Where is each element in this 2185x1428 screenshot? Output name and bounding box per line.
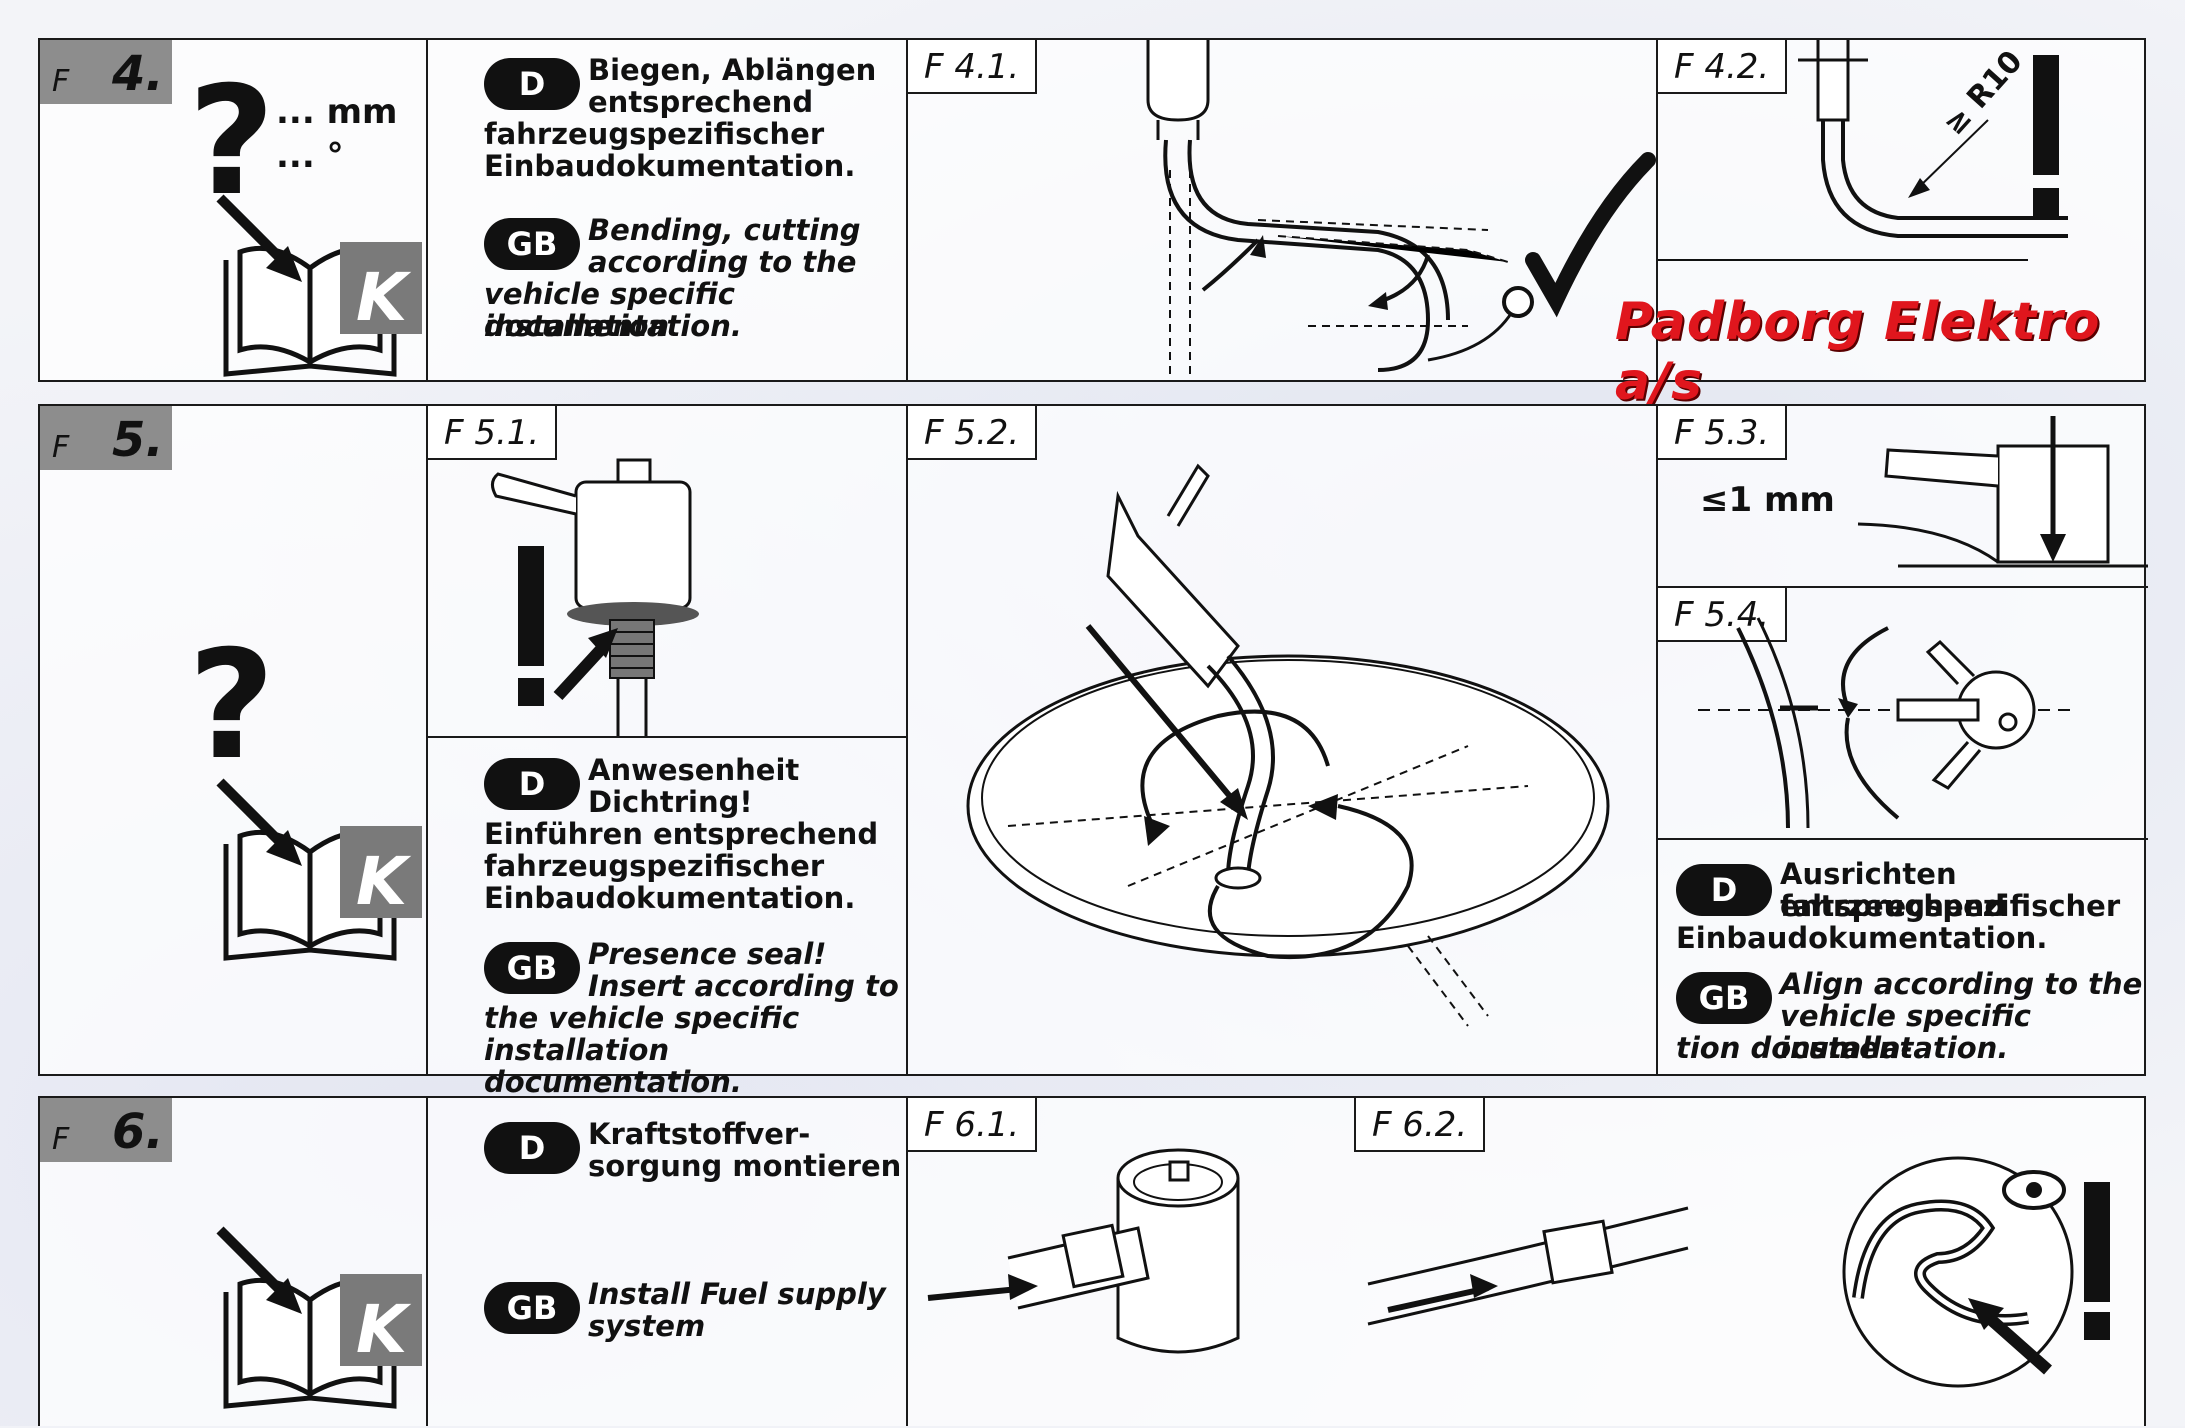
step-6-number: 6.	[112, 1104, 164, 1160]
gb-line-3: vehicle specific installation	[484, 277, 735, 343]
manual-k-letter: K	[356, 843, 408, 920]
d-line-5: Einbaudokumentation.	[484, 881, 856, 915]
lang-badge-gb: GB	[484, 942, 580, 994]
step-6-header-cell: F 6. K	[40, 1098, 428, 1426]
fuel-supply-illustration	[927, 1148, 2110, 1388]
step-6-f-letter: F	[52, 1122, 70, 1157]
bend-radius-illustration	[1658, 40, 2068, 261]
manual-book-icon	[216, 778, 422, 961]
step-4-header-cell: F 4. ? ... mm ... ° K	[40, 40, 428, 380]
fuel-pickup-seal-illustration	[491, 458, 699, 736]
figure-5-1-label: F 5.1.	[428, 406, 558, 460]
gb-line-2: Insert according to	[588, 969, 899, 1003]
lang-badge-d: D	[484, 1122, 580, 1174]
d-line-3: Einführen entsprechend	[484, 817, 879, 851]
question-mark-icon: ?	[188, 619, 276, 793]
figure-4-1-label: F 4.1.	[908, 40, 1038, 94]
figure-5-2-cell: F 5.2.	[908, 406, 1658, 1074]
step-6-figures-cell: F 6.1. F 6.2.	[908, 1098, 2148, 1426]
gb-line-2: system	[588, 1309, 706, 1343]
d2-line-1: Ausrichten entsprechend	[1780, 857, 2006, 923]
gb2-line-3: tion documentation.	[1676, 1031, 2009, 1065]
manual-book-icon	[216, 194, 422, 377]
d-line-1: Biegen, Ablängen	[588, 53, 877, 87]
gb-line-2: according to the	[588, 245, 857, 279]
measure-mm: ... mm	[276, 92, 398, 132]
d-line-4: Einbaudokumentation.	[484, 149, 856, 183]
step-5-header-cell: F 5. ? K	[40, 406, 428, 1074]
figure-5-3-divider	[1658, 586, 2148, 588]
figure-6-1-label: F 6.1.	[908, 1098, 1038, 1152]
gap-label: ≤1 mm	[1700, 480, 1835, 520]
step-5-right-cell: F 5.3. ≤1 mm F 5.4. D Ausric	[1658, 406, 2148, 1074]
lang-badge-d: D	[484, 58, 580, 110]
figure-4-2-label: F 4.2.	[1658, 40, 1788, 94]
gb-line-1: Presence seal!	[588, 937, 827, 971]
d-line-2: entsprechend	[588, 85, 814, 119]
d2-line-2: fahrzeugspezifischer	[1780, 889, 2121, 923]
d-line-1: Kraftstoffver-	[588, 1117, 811, 1151]
gap-measurement-illustration	[1857, 416, 2148, 568]
pipe-bending-illustration	[1146, 40, 1656, 380]
gb-line-3: the vehicle specific	[484, 1001, 800, 1035]
figure-5-3-label: F 5.3.	[1658, 406, 1788, 460]
step-5-badge: F 5.	[40, 406, 172, 470]
step-5-text-divider	[428, 736, 908, 738]
company-logo-text: Padborg Elektro a/s	[1615, 292, 2101, 412]
lang-badge-gb: GB	[1676, 972, 1772, 1024]
step-4-text-cell: D Biegen, Ablängen entsprechend fahrzeug…	[428, 40, 908, 380]
step-4-badge: F 4.	[40, 40, 172, 104]
figure-5-4-divider	[1658, 838, 2148, 840]
lang-badge-gb: GB	[484, 1282, 580, 1334]
d-line-4: fahrzeugspezifischer	[484, 849, 825, 883]
d-line-2: sorgung montieren	[588, 1149, 902, 1183]
d-line-1: Anwesenheit	[588, 753, 800, 787]
figure-6-2-label: F 6.2.	[1354, 1098, 1486, 1152]
alignment-illustration	[1698, 617, 2078, 829]
step-4-row: F 4. ? ... mm ... ° K D Biegen, Ablängen…	[38, 38, 2146, 382]
step-4-f-letter: F	[52, 64, 70, 99]
lang-badge-d: D	[484, 758, 580, 810]
gb-line-1: Install Fuel supply	[588, 1277, 886, 1311]
step-6-badge: F 6.	[40, 1098, 172, 1162]
gb-line-1: Bending, cutting	[588, 213, 861, 247]
gb2-line-1: Align according to the	[1780, 967, 2143, 1001]
tank-insertion-illustration	[966, 463, 1610, 1027]
step-6-text-cell: D Kraftstoffver- sorgung montieren GB In…	[428, 1098, 908, 1426]
step-5-number: 5.	[112, 412, 164, 468]
gb-line-4: installation documentation.	[484, 1033, 742, 1099]
d-line-3: fahrzeugspezifischer	[484, 117, 825, 151]
gb2-line-2: vehicle specific installa-	[1780, 999, 2031, 1065]
d2-line-3: Einbaudokumentation.	[1676, 921, 2048, 955]
d-line-2: Dichtring!	[588, 785, 753, 819]
step-5-middle-cell: F 5.1. D Anwesenheit Dichtring! Einführe…	[428, 406, 908, 1098]
lang-badge-d: D	[1676, 864, 1772, 916]
manual-k-letter: K	[356, 259, 408, 336]
gb-line-4: documentation.	[484, 309, 742, 343]
figure-4-2-cell: F 4.2. ≥ R10	[1658, 40, 2148, 380]
manual-book-icon	[216, 1226, 422, 1409]
figure-5-4-label: F 5.4.	[1658, 588, 1788, 642]
step-5-row: F 5. ? K F 5.1. D	[38, 404, 2148, 1098]
step-5-f-letter: F	[52, 430, 70, 465]
lang-badge-gb: GB	[484, 218, 580, 270]
figure-5-2-label: F 5.2.	[908, 406, 1038, 460]
question-mark-icon: ?	[188, 55, 276, 229]
manual-k-letter: K	[356, 1291, 408, 1368]
step-4-number: 4.	[112, 46, 164, 102]
figure-4-1-cell: F 4.1.	[908, 40, 1658, 380]
step-6-row: F 6. K D Kraftstoffver- sorgung montiere…	[38, 1096, 2146, 1426]
measure-degree: ... °	[276, 136, 344, 176]
